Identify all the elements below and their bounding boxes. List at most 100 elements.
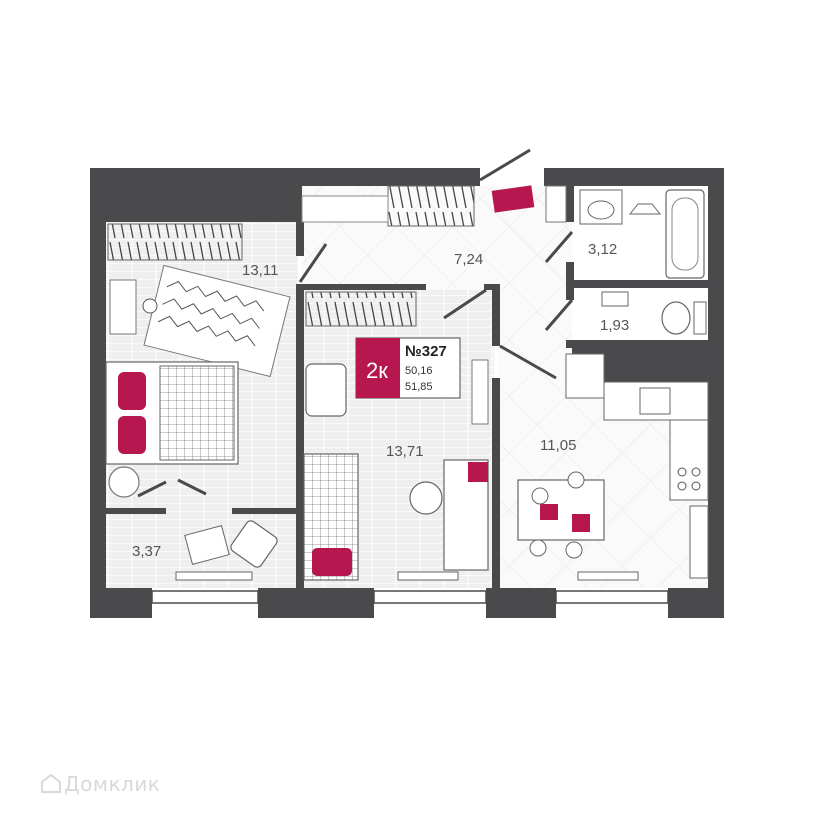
tv-stand <box>471 359 489 425</box>
area-labels: 13,11 7,24 3,12 1,93 13,71 11,05 3,37 <box>132 241 629 560</box>
home-logo-icon <box>41 773 61 793</box>
sink-bowl <box>587 200 615 220</box>
wardrobe-room2 <box>305 291 417 327</box>
wall-bottom-2 <box>258 588 374 618</box>
chair-2 <box>567 471 585 489</box>
windows <box>151 590 669 604</box>
radiator-room2 <box>397 571 459 581</box>
round-table <box>108 466 140 498</box>
area-total: 51,85 <box>405 381 433 393</box>
wall-balcony-top-r <box>232 508 298 514</box>
radiator-balcony <box>175 571 253 581</box>
wall-bedroom-right-low <box>296 284 304 588</box>
armchair-room2 <box>305 363 347 417</box>
apartment-number: №327 <box>405 343 447 360</box>
pillow-1 <box>118 372 146 410</box>
dining-table <box>517 479 605 541</box>
area-hall: 7,24 <box>454 251 483 268</box>
wall-bottom-4 <box>668 588 724 618</box>
hob-4 <box>691 481 701 491</box>
wall-room2-right <box>492 284 500 346</box>
apartment-badge: 2к №327 50,16 51,85 <box>355 337 461 399</box>
wall-room2-right-low <box>492 378 500 588</box>
toilet-bowl <box>661 301 691 335</box>
wall-right <box>708 168 724 618</box>
area-bathroom: 3,12 <box>588 241 617 258</box>
area-living: 50,16 <box>405 365 433 377</box>
kitchen-door <box>499 344 557 380</box>
fridge <box>689 505 709 579</box>
bed-blanket <box>159 365 235 461</box>
kitchen-counter-right <box>669 419 709 501</box>
wall-bath-left-low <box>566 262 574 288</box>
wall-bottom-3 <box>486 588 556 618</box>
wardrobes <box>107 185 475 327</box>
kitchen-sink <box>639 387 671 415</box>
hall-cabinet <box>545 185 567 223</box>
chair-4 <box>565 541 583 559</box>
window-kitchen <box>555 590 669 604</box>
wall-toilet-left <box>566 288 574 300</box>
window-room2 <box>373 590 487 604</box>
kitchen-corner-cabinet <box>565 353 605 399</box>
clock-icon <box>142 298 158 314</box>
area-balcony: 3,37 <box>132 543 161 560</box>
bathroom-fixtures <box>579 189 707 335</box>
hall-items <box>491 185 567 223</box>
wardrobe-hall <box>387 185 475 227</box>
bedroom-door <box>298 243 328 283</box>
chair-3 <box>529 539 547 557</box>
watermark: Домклик <box>64 772 161 796</box>
desk-bedroom <box>109 279 137 335</box>
balcony-door-l <box>137 480 167 498</box>
pillow-room2 <box>312 548 352 576</box>
shelf-hall <box>301 195 389 223</box>
pillow-2 <box>118 416 146 454</box>
bedroom-furniture <box>105 264 291 498</box>
bathtub-inner <box>671 197 699 271</box>
rug-zigzag <box>157 280 265 347</box>
toilet-door <box>544 299 574 331</box>
window-balcony <box>151 590 259 604</box>
bath-door <box>544 231 574 263</box>
wall-balcony-top-l <box>106 508 166 514</box>
doors <box>137 148 574 498</box>
balcony-furniture <box>175 520 278 581</box>
wall-bottom-1 <box>90 588 152 618</box>
wall-bath-left <box>566 186 574 222</box>
toilet-sink <box>601 291 629 307</box>
office-chair <box>409 481 443 515</box>
wall-left <box>90 168 106 618</box>
placemat-1 <box>540 504 558 520</box>
wall-top-left-inner <box>90 168 480 186</box>
wall-top-right <box>544 168 724 186</box>
radiator-kitchen <box>577 571 639 581</box>
kitchen-furniture <box>517 353 709 581</box>
rooms-badge <box>356 338 400 398</box>
room2-door <box>443 288 487 320</box>
area-bedroom: 13,11 <box>242 262 278 279</box>
wall-room2-top <box>304 284 426 290</box>
entrance-mat <box>491 185 535 213</box>
rooms-badge-label: 2к <box>366 358 388 383</box>
placemat-2 <box>572 514 590 532</box>
toilet-tank <box>693 301 707 335</box>
notebook-room2 <box>468 462 488 482</box>
washer <box>628 203 662 215</box>
wall-toilet-bottom <box>566 340 708 348</box>
wall-bath-bottom <box>566 280 708 288</box>
area-room2: 13,71 <box>386 443 424 460</box>
hob-2 <box>691 467 701 477</box>
area-toilet: 1,93 <box>600 317 629 334</box>
balcony-door-r <box>177 478 207 496</box>
armchair-balcony <box>230 520 278 568</box>
hob-1 <box>677 467 687 477</box>
entrance-door <box>479 148 531 182</box>
chair-1 <box>531 487 549 505</box>
room2-furniture <box>303 359 489 581</box>
area-kitchen: 11,05 <box>540 437 576 454</box>
wall-bedroom-right <box>296 222 304 256</box>
balcony-table <box>184 524 230 566</box>
hob-3 <box>677 481 687 491</box>
